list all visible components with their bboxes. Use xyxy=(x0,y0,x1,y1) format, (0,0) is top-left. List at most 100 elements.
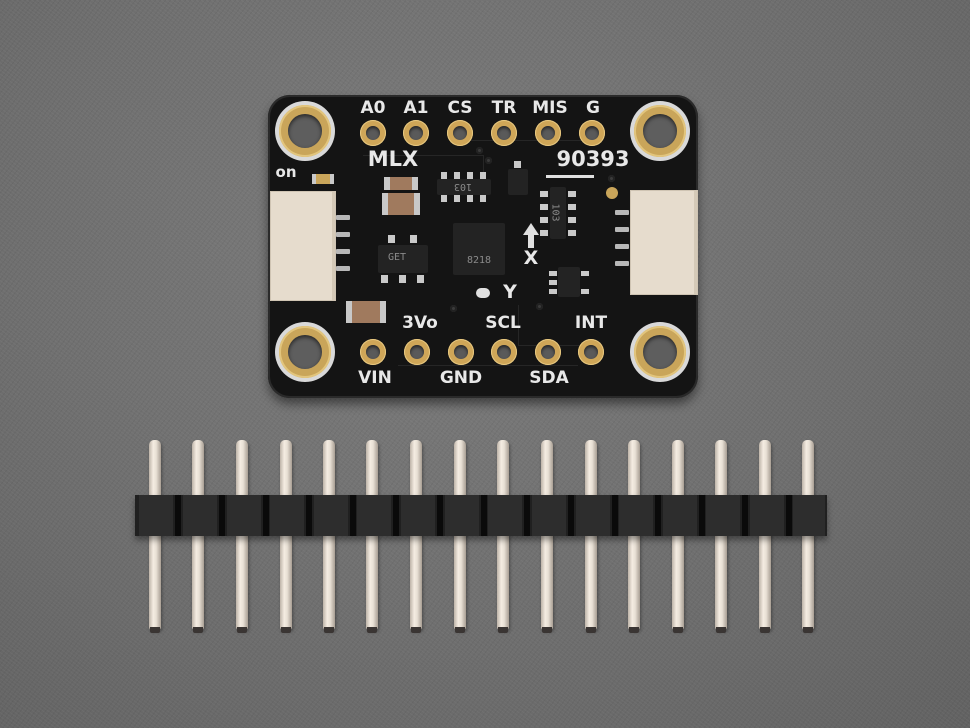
via xyxy=(450,305,457,312)
pin-label-gnd: GND xyxy=(439,368,483,388)
header-segment xyxy=(270,495,304,536)
pad-scl xyxy=(491,339,517,365)
via xyxy=(536,303,543,310)
component-marking: 103 xyxy=(549,203,561,222)
smd-pad xyxy=(514,161,521,168)
pin-label-tr: TR xyxy=(491,98,517,118)
component-marking: 103 xyxy=(454,181,473,192)
connector-pin xyxy=(615,210,629,215)
led-pad xyxy=(312,174,316,184)
mounting-hole-bottom-right xyxy=(630,322,690,382)
pin-tip xyxy=(324,627,334,633)
pad-g xyxy=(579,120,605,146)
axis-label-y: Y xyxy=(503,281,517,303)
pad-vin xyxy=(360,339,386,365)
pad-gnd xyxy=(448,339,474,365)
pin-tip xyxy=(716,627,726,633)
level-shifter-ic xyxy=(558,267,580,297)
smd-pad xyxy=(441,195,447,202)
header-segment xyxy=(445,495,479,536)
header-segment xyxy=(576,495,610,536)
pin-label-g: G xyxy=(586,98,600,118)
via xyxy=(476,147,483,154)
mlx90393-breakout-board: A0 A1 CS TR MIS G MLX 90393 on 103 xyxy=(268,95,698,398)
pin-label-a1: A1 xyxy=(403,98,429,118)
smd-pad xyxy=(549,289,557,294)
pad-cs xyxy=(447,120,473,146)
capacitor xyxy=(384,177,418,190)
header-gap xyxy=(306,495,312,536)
pin-tip xyxy=(542,627,552,633)
pin-tip xyxy=(193,627,203,633)
pin-tip xyxy=(803,627,813,633)
pin-tip xyxy=(455,627,465,633)
connector-pin xyxy=(336,215,350,220)
connector-pin xyxy=(336,266,350,271)
power-led xyxy=(316,174,330,184)
pin-label-3vo: 3Vo xyxy=(402,313,438,333)
smd-pad xyxy=(441,172,447,179)
pcb-trace xyxy=(363,155,484,186)
stemma-qt-connector-right xyxy=(630,190,698,295)
solder-jumper xyxy=(606,187,618,199)
smd-pad xyxy=(568,230,576,236)
pcb-trace xyxy=(398,345,578,366)
led-label-on: on xyxy=(275,163,297,181)
mounting-hole-top-right xyxy=(630,101,690,161)
smd-pad xyxy=(568,204,576,210)
pin-label-sda: SDA xyxy=(529,368,569,388)
pin-tip xyxy=(673,627,683,633)
pad-a0 xyxy=(360,120,386,146)
transistor-sot23 xyxy=(508,169,528,195)
header-segment xyxy=(401,495,435,536)
smd-pad xyxy=(417,275,424,283)
smd-pad xyxy=(480,172,486,179)
connector-pin xyxy=(615,261,629,266)
header-segment xyxy=(793,495,825,536)
pin-tip xyxy=(498,627,508,633)
smd-pad xyxy=(454,195,460,202)
smd-pad xyxy=(410,235,417,243)
pin-tip xyxy=(411,627,421,633)
smd-pad xyxy=(381,275,388,283)
smd-pad xyxy=(549,271,557,276)
pcb-trace xyxy=(468,140,598,181)
connector-pin xyxy=(615,244,629,249)
capacitor xyxy=(346,301,386,323)
axis-arrow-left-icon xyxy=(476,288,490,298)
pin-tip xyxy=(281,627,291,633)
voltage-regulator: GET xyxy=(378,245,428,273)
smd-pad xyxy=(388,235,395,243)
pin-label-a0: A0 xyxy=(360,98,386,118)
title-underline xyxy=(546,175,594,178)
header-segment xyxy=(183,495,217,536)
smd-pad xyxy=(549,280,557,285)
header-segment xyxy=(532,495,566,536)
board-title-90393: 90393 xyxy=(556,147,630,171)
connector-pin xyxy=(336,249,350,254)
pin-label-scl: SCL xyxy=(485,313,521,333)
smd-pad xyxy=(454,172,460,179)
header-segment xyxy=(357,495,391,536)
header-segment xyxy=(488,495,522,536)
pin-label-vin: VIN xyxy=(358,368,392,388)
pin-tip xyxy=(237,627,247,633)
component-marking: 8218 xyxy=(467,255,492,266)
pin-tip xyxy=(150,627,160,633)
connector-pin xyxy=(615,227,629,232)
pad-int xyxy=(578,339,604,365)
pin-header-plastic-body xyxy=(135,495,827,536)
mounting-hole-bottom-left xyxy=(275,322,335,382)
connector-pin xyxy=(336,232,350,237)
header-gap xyxy=(219,495,225,536)
pin-tip xyxy=(629,627,639,633)
component-marking: GET xyxy=(388,252,407,263)
smd-pad xyxy=(581,271,589,276)
pin-label-cs: CS xyxy=(447,98,473,118)
pin-tip xyxy=(586,627,596,633)
axis-arrow-up-icon xyxy=(523,223,539,235)
header-segment xyxy=(619,495,653,536)
header-segment xyxy=(314,495,348,536)
mounting-hole-top-left xyxy=(275,101,335,161)
header-gap xyxy=(742,495,748,536)
